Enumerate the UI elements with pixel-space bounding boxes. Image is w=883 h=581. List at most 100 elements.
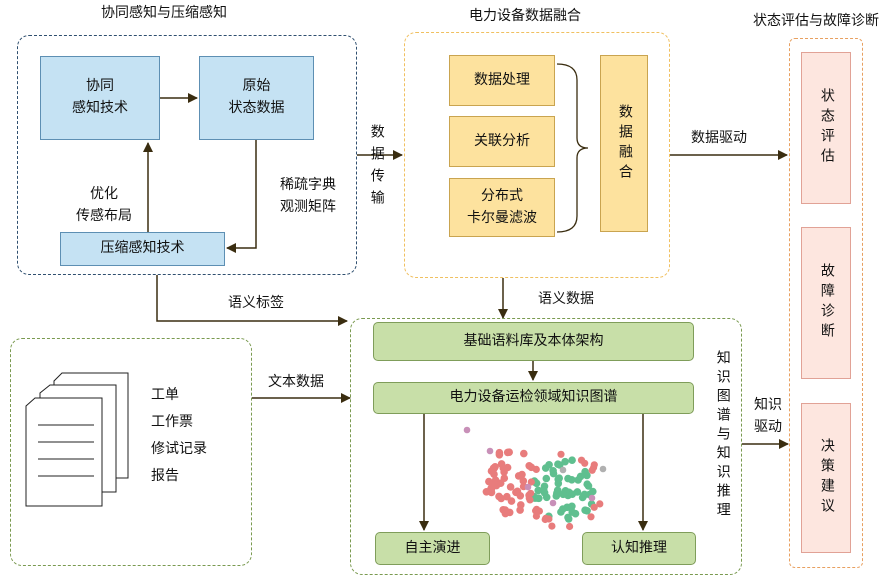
- graph-node: [599, 465, 607, 473]
- graph-node: [526, 496, 534, 504]
- graph-node: [517, 501, 525, 509]
- optimize-layout-label: 优化 传感布局: [76, 186, 132, 224]
- cognitive-reasoning-box: 认知推理: [582, 532, 696, 565]
- sensing-panel: [17, 35, 357, 275]
- graph-node: [519, 477, 528, 485]
- arrow-semantic-tag: [156, 275, 348, 326]
- graph-node: [520, 449, 528, 458]
- graph-node: [507, 497, 516, 505]
- state-evaluation-box: 状态评估: [801, 52, 851, 204]
- graph-node: [486, 447, 494, 455]
- graph-node: [587, 513, 595, 521]
- graph-node: [490, 470, 498, 479]
- assessment-panel-title: 状态评估与故障诊断: [753, 13, 879, 29]
- documents-panel: [10, 338, 252, 566]
- data-transfer-label: 数据传输: [368, 124, 385, 212]
- sparse-matrix-label: 稀疏字典 观测矩阵: [280, 177, 336, 215]
- semantic-data-label: 语义数据: [538, 291, 594, 307]
- graph-node: [561, 457, 569, 466]
- graph-node: [581, 467, 589, 476]
- graph-node: [512, 488, 520, 497]
- graph-node: [482, 488, 491, 496]
- graph-node: [503, 463, 512, 472]
- graph-node: [557, 450, 565, 458]
- knowledge-reasoning-label: 知识图谱与知识推理: [714, 350, 731, 521]
- graph-node: [518, 470, 526, 479]
- graph-node: [539, 485, 548, 494]
- graph-node: [583, 480, 591, 489]
- graph-node: [588, 466, 596, 474]
- data-processing-box: 数据处理: [449, 55, 555, 106]
- graph-node: [568, 456, 576, 465]
- knowledge-graph-visual: [463, 426, 607, 531]
- raw-state-data-box: 原始 状态数据: [199, 56, 314, 140]
- graph-node: [549, 469, 558, 478]
- graph-node: [568, 502, 576, 511]
- graph-node: [548, 522, 556, 530]
- graph-node: [500, 474, 509, 483]
- sensing-panel-title: 协同感知与压缩感知: [101, 5, 227, 21]
- document-item-work-ticket: 工作票: [151, 414, 193, 430]
- graph-node: [542, 514, 550, 523]
- document-type-list: 工单 工作票 修试记录 报告: [151, 382, 207, 490]
- graph-node: [583, 507, 591, 515]
- graph-node: [524, 483, 532, 491]
- graph-node: [553, 489, 561, 498]
- graph-node: [541, 464, 550, 472]
- document-item-test-record: 修试记录: [151, 441, 207, 457]
- kalman-filter-box: 分布式 卡尔曼滤波: [449, 178, 555, 237]
- decision-advice-box: 决策建议: [801, 403, 851, 553]
- graph-node: [590, 461, 598, 469]
- curly-brace: [556, 63, 589, 233]
- assessment-panel: [789, 38, 863, 568]
- graph-node: [564, 474, 572, 483]
- graph-node: [542, 474, 551, 483]
- graph-node: [527, 478, 535, 486]
- autonomous-evolution-box: 自主演进: [375, 532, 490, 565]
- graph-node: [542, 493, 551, 502]
- graph-node: [525, 462, 533, 470]
- graph-node: [590, 503, 598, 511]
- knowledge-graph-box: 电力设备运检领域知识图谱: [373, 382, 694, 414]
- data-drive-label: 数据驱动: [691, 130, 747, 146]
- graph-node: [527, 489, 535, 497]
- graph-node: [559, 490, 567, 499]
- graph-node: [532, 465, 540, 473]
- graph-node: [489, 464, 498, 473]
- correlation-analysis-box: 关联分析: [449, 116, 555, 167]
- graph-node: [564, 513, 572, 522]
- graph-node: [566, 522, 574, 531]
- cooperative-sensing-box: 协同 感知技术: [40, 56, 160, 140]
- graph-node: [503, 448, 512, 457]
- graph-node: [506, 483, 515, 491]
- graph-node: [463, 426, 471, 434]
- fusion-panel: [404, 32, 670, 278]
- knowledge-panel: [350, 318, 742, 575]
- corpus-ontology-box: 基础语料库及本体架构: [373, 322, 694, 361]
- knowledge-drive-label: 知识 驱动: [754, 397, 782, 435]
- graph-node: [497, 460, 506, 468]
- document-item-work-order: 工单: [151, 387, 179, 403]
- fusion-panel-title: 电力设备数据融合: [469, 8, 581, 24]
- text-data-label: 文本数据: [268, 374, 324, 390]
- document-stack-icon: [25, 372, 129, 507]
- graph-node: [568, 490, 577, 499]
- graph-node: [559, 466, 567, 474]
- graph-node: [588, 494, 596, 502]
- data-fusion-box: 数据融合: [600, 55, 648, 232]
- graph-node: [488, 483, 496, 491]
- graph-node: [555, 474, 563, 483]
- graph-node: [576, 472, 585, 481]
- graph-node: [559, 505, 567, 513]
- compressed-sensing-box: 压缩感知技术: [60, 232, 225, 266]
- graph-node: [495, 448, 504, 457]
- fault-diagnosis-box: 故障诊断: [801, 227, 851, 379]
- graph-node: [596, 500, 604, 508]
- graph-node: [581, 459, 589, 467]
- graph-node: [549, 499, 557, 507]
- graph-node: [501, 509, 510, 518]
- arrow-raw-to-compressed: [226, 140, 257, 253]
- graph-node: [580, 490, 589, 499]
- graph-node: [532, 512, 541, 520]
